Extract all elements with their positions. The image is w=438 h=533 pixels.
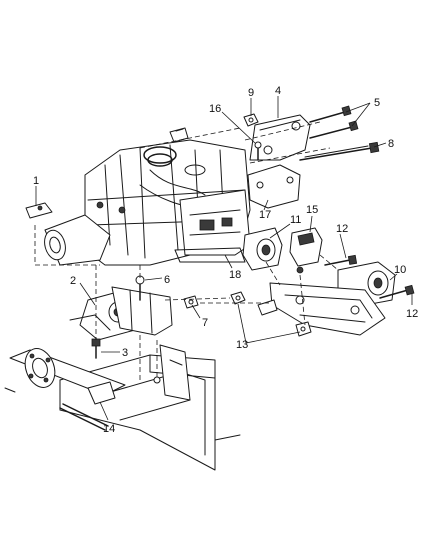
mount-11 <box>242 227 283 271</box>
bolt-12-upper <box>324 254 358 266</box>
bracket-6 <box>111 275 173 336</box>
stud-16 <box>254 141 262 161</box>
bolt-12-lower <box>379 284 415 299</box>
callout-labels: 1 2 3 4 5 6 7 8 9 10 11 12 12 13 14 15 1… <box>33 85 418 435</box>
callout-5: 5 <box>374 97 380 109</box>
callout-9: 9 <box>248 87 254 99</box>
nut-13-a <box>230 291 246 305</box>
callout-7: 7 <box>202 317 208 329</box>
callout-12-lower: 12 <box>406 308 418 320</box>
frame-crossmember <box>59 344 241 471</box>
callout-14: 14 <box>103 423 115 435</box>
clip-16 <box>169 127 189 143</box>
leader-lines <box>35 96 413 421</box>
crossmember-bracket <box>269 282 386 336</box>
upper-bracket <box>249 114 311 161</box>
transmission-assembly <box>44 139 251 266</box>
driveshaft <box>4 348 126 431</box>
callout-16: 16 <box>209 103 221 115</box>
callout-3: 3 <box>122 347 128 359</box>
callout-15: 15 <box>306 204 318 216</box>
bracket-17 <box>247 164 301 209</box>
bolt-8 <box>299 141 380 161</box>
callout-8: 8 <box>388 138 394 150</box>
callout-13: 13 <box>236 339 248 351</box>
callout-17: 17 <box>259 209 271 221</box>
callout-10: 10 <box>394 264 406 276</box>
nut-7 <box>183 295 199 309</box>
clip-1 <box>25 202 53 219</box>
bolt-5-upper <box>309 105 352 123</box>
clip-13 <box>257 299 278 316</box>
insulator-15 <box>289 227 323 274</box>
callout-2: 2 <box>70 275 76 287</box>
bolt-5-lower <box>309 120 359 139</box>
alignment-lines <box>34 121 339 380</box>
bracket-14 <box>87 381 116 405</box>
callout-11: 11 <box>290 214 301 226</box>
nut-13-b <box>295 321 312 337</box>
callout-6: 6 <box>164 274 170 286</box>
callout-12-upper: 12 <box>336 223 348 235</box>
bolt-3 <box>91 338 101 359</box>
callout-1: 1 <box>33 175 39 187</box>
callout-4: 4 <box>275 85 281 97</box>
callout-18: 18 <box>229 269 241 281</box>
